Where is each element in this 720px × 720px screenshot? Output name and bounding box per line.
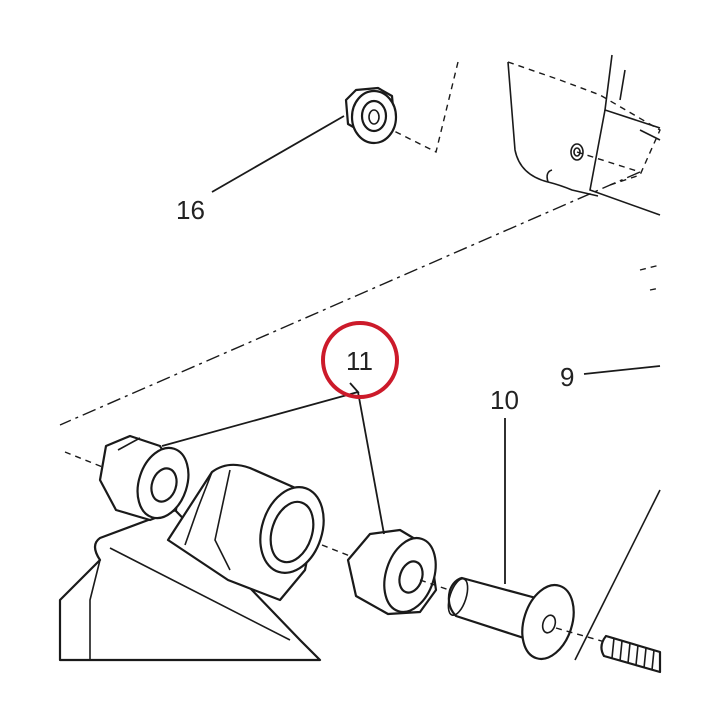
mounting-housing [58,463,361,662]
part-10-pin [447,576,606,660]
leader-11-left [161,382,360,447]
leader-9 [583,365,661,375]
frame-edge-right [574,489,661,661]
callout-label-10: 10 [490,385,519,415]
leader-11-right [357,391,385,535]
callout-label-9: 9 [560,362,574,392]
callout-label-16: 16 [176,195,205,225]
leader-lines [161,115,661,584]
centre-axis-line [59,171,641,426]
part-16-flange-nut [344,86,398,145]
leader-16 [211,115,345,193]
callout-label-11: 11 [346,346,373,376]
frame-bracket [391,54,661,291]
threaded-bolt [600,634,662,674]
part-11-bushing-left [98,434,190,522]
highlight-circle [321,321,399,399]
part-11-bushing-right [346,528,456,616]
axis-extension-left [64,451,111,471]
